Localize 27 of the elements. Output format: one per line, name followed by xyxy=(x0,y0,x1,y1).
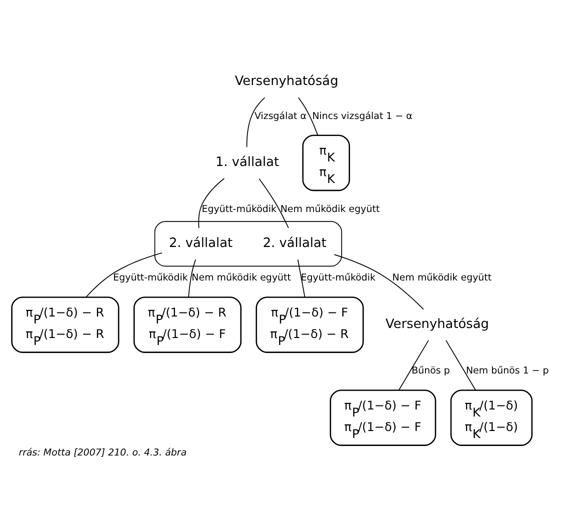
connector xyxy=(258,178,289,228)
connector xyxy=(188,259,196,298)
connector xyxy=(398,340,429,391)
connector xyxy=(246,97,266,148)
edge-label: Vizsgálat α xyxy=(254,110,307,122)
caption: rrás: Motta [2007] 210. o. 4.3. ábra xyxy=(18,447,187,458)
edge-label: Nincs vizsgálat 1 − α xyxy=(312,110,412,122)
connector xyxy=(86,252,162,298)
node-text: 2. vállalat xyxy=(168,236,233,251)
edge-label: Együtt-működik xyxy=(300,272,376,284)
edge-label: Bűnös p xyxy=(412,366,450,377)
edge-label: Nem működik együtt xyxy=(392,272,492,284)
edge-label: Együtt-működik xyxy=(202,204,277,215)
edge-label: Nem működik együtt xyxy=(192,272,291,284)
connector xyxy=(298,97,318,136)
connector xyxy=(297,259,306,298)
node-text: 2. vállalat xyxy=(262,236,326,251)
edge-label: Nem működik együtt xyxy=(280,204,380,215)
node-text: 1. vállalat xyxy=(215,154,280,170)
connector xyxy=(198,178,225,228)
node-text: Versenyhatóság xyxy=(234,74,338,89)
connector xyxy=(446,340,476,391)
cluster xyxy=(154,221,342,267)
edge-label: Nem bűnös 1 − p xyxy=(466,366,549,377)
connector xyxy=(334,254,424,310)
node-text: Versenyhatóság xyxy=(386,316,489,332)
edge-label: Együtt-működik xyxy=(113,272,188,284)
